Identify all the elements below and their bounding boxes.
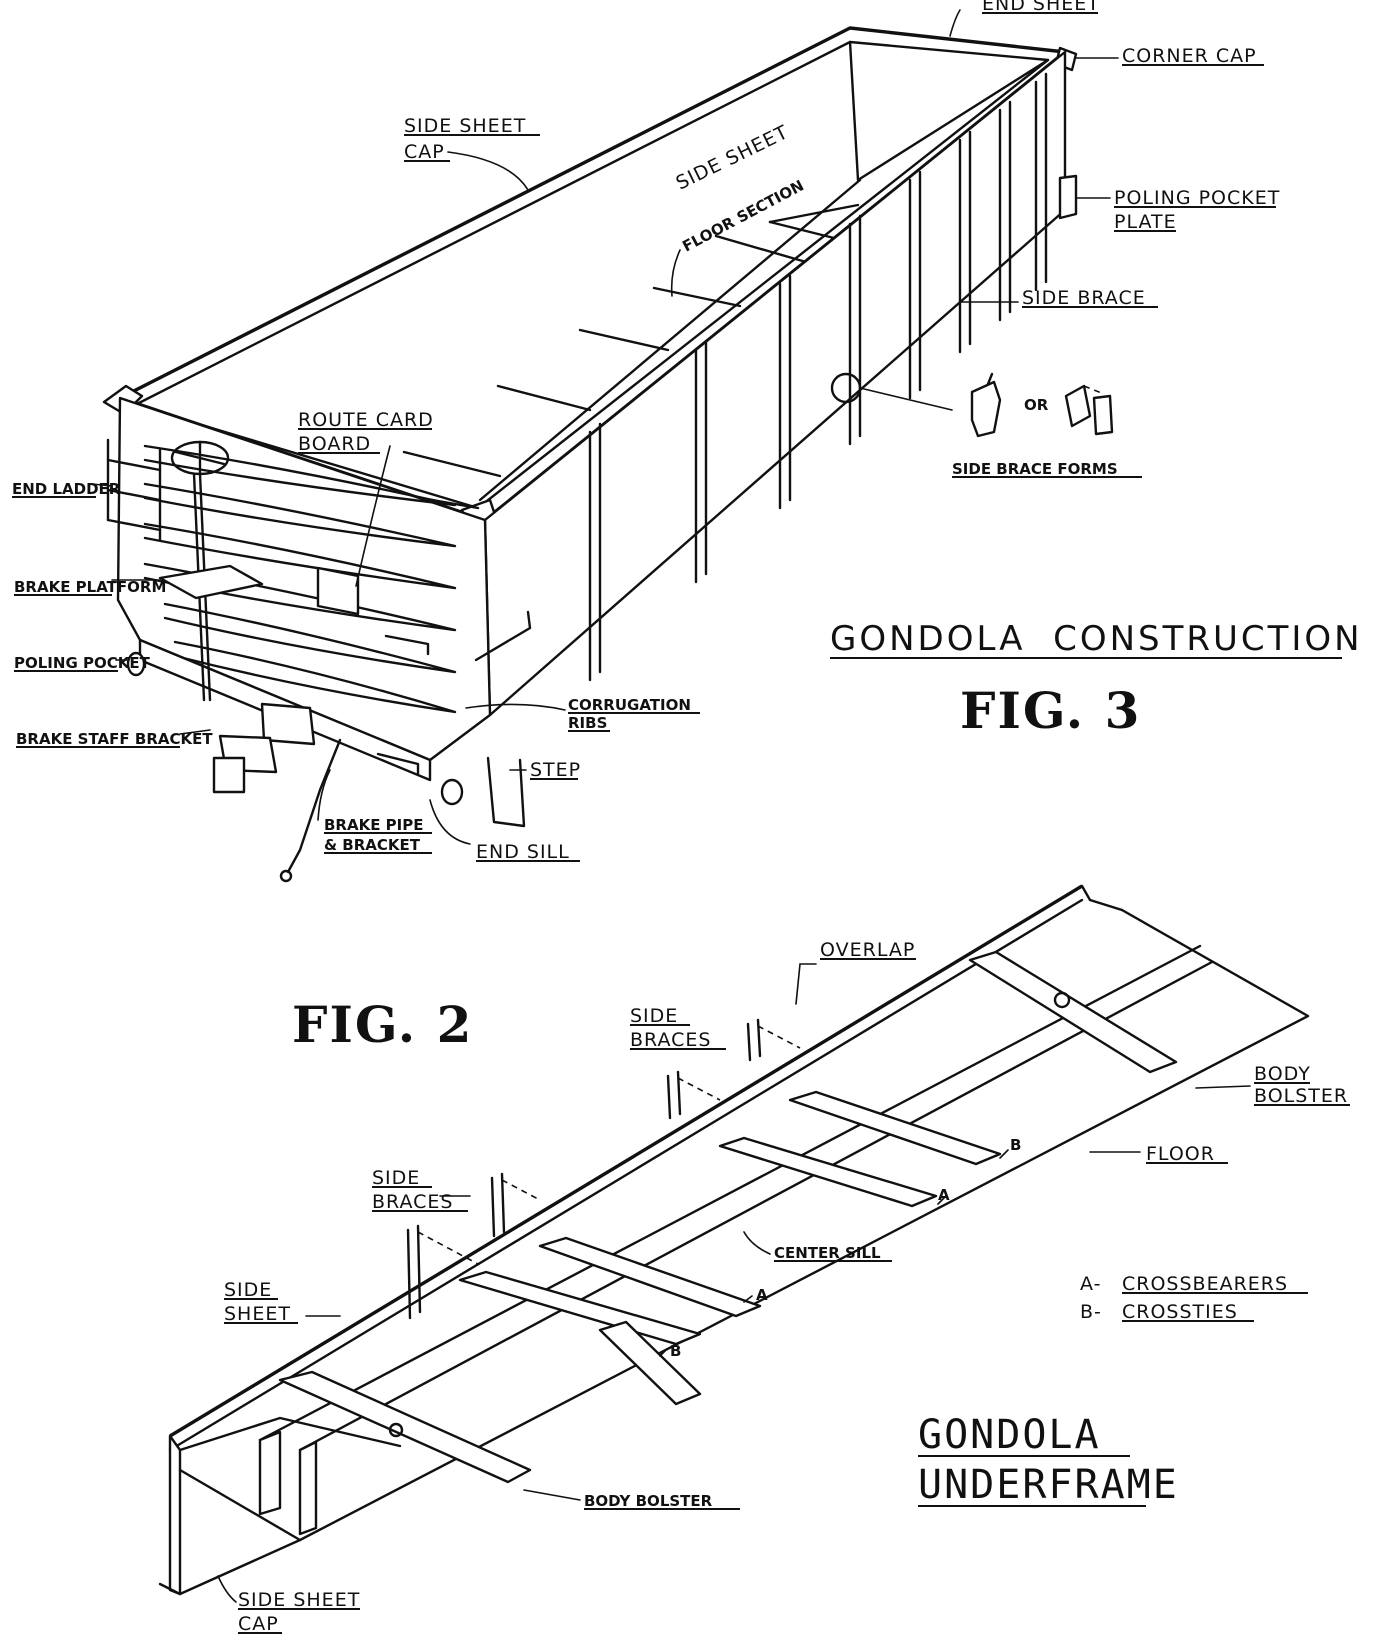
- body-bolster-near-pin: [388, 1422, 404, 1438]
- underframe: [158, 884, 1310, 1596]
- side-braces: [588, 72, 1048, 682]
- far-end-sheet: [848, 40, 1050, 182]
- route-card-board: [316, 566, 360, 616]
- fig3-leaders: [91, 9, 1119, 845]
- brake-platform: [158, 564, 264, 600]
- legend-text-a: CROSSBEARERS: [1122, 1273, 1288, 1295]
- label-side-brace: SIDE BRACE: [1022, 287, 1146, 309]
- side-brace-forms: [970, 372, 1114, 438]
- label-side-sheet-cap-2: CAP: [404, 141, 445, 163]
- side-sheet-panel: [483, 50, 1067, 717]
- label-overlap: OVERLAP: [820, 939, 915, 961]
- label-side-brace-forms: SIDE BRACE FORMS: [952, 460, 1118, 478]
- label-body-bolster-right-1: BODY: [1254, 1063, 1311, 1085]
- label-body-bolster-right-2: BOLSTER: [1254, 1085, 1348, 1107]
- body-bolster-near: [278, 1370, 532, 1484]
- poling-pocket: [126, 651, 146, 677]
- marker-b2: B: [1010, 1136, 1021, 1154]
- crosstie-b2: [788, 1090, 1002, 1166]
- marker-a1: A: [756, 1286, 768, 1304]
- label-corrugation-ribs-1: CORRUGATION: [568, 696, 691, 714]
- label-side-sheet-cap-1: SIDE SHEET: [404, 115, 526, 137]
- label-end-sheet: END SHEET: [982, 0, 1100, 15]
- uf-side-sheet-top: [169, 884, 1083, 1438]
- grab-iron-sill: [376, 752, 420, 776]
- label-brake-staff-bracket: BRAKE STAFF BRACKET: [16, 730, 213, 748]
- center-sill-web-1: [258, 1430, 282, 1516]
- brake-pipe-end: [279, 869, 293, 883]
- label-poling-pocket-plate-2: PLATE: [1114, 211, 1177, 233]
- fig2-title-2: UNDERFRAME: [918, 1462, 1179, 1508]
- label-route-card-board-2: BOARD: [298, 433, 371, 455]
- uf-side-sheet-end: [168, 1434, 182, 1596]
- crosstie-b1: [598, 1320, 702, 1406]
- legend-text-b: CROSSTIES: [1122, 1301, 1238, 1323]
- uf-side-sheet-cap: [158, 1538, 302, 1596]
- crossbearer-a2: [718, 1136, 938, 1208]
- marker-a2: A: [938, 1186, 950, 1204]
- fig3-labels: END SHEET CORNER CAP SIDE SHEET CAP SIDE…: [12, 0, 1280, 863]
- end-sill-pocket: [440, 778, 464, 806]
- body-bolster-far: [968, 950, 1178, 1074]
- label-step: STEP: [530, 759, 581, 781]
- legend-key-a: A-: [1080, 1273, 1101, 1295]
- label-corner-cap: CORNER CAP: [1122, 45, 1257, 67]
- label-poling-pocket-plate-1: POLING POCKET: [1114, 187, 1280, 209]
- marker-b1: B: [670, 1342, 681, 1360]
- grab-iron-end: [384, 634, 430, 656]
- label-brake-pipe-1: BRAKE PIPE: [324, 816, 424, 834]
- label-or: OR: [1024, 396, 1049, 414]
- floor-sections: [328, 178, 862, 510]
- label-side-braces-mid-2: BRACES: [372, 1191, 453, 1213]
- label-brake-pipe-2: & BRACKET: [324, 836, 421, 854]
- center-sill-top-2: [298, 960, 1214, 1452]
- corrugation-ribs: [143, 444, 457, 714]
- body-bolster-far-pin: [1053, 991, 1071, 1009]
- label-body-bolster-bottom: BODY BOLSTER: [584, 1492, 713, 1510]
- brake-pipe: [286, 738, 342, 874]
- center-sill-web-2: [298, 1440, 318, 1536]
- uf-side-sheet-lip: [168, 898, 1084, 1452]
- end-ladder: [106, 438, 162, 542]
- poling-pocket-plate: [1058, 174, 1078, 220]
- center-sill-top-1: [258, 944, 1202, 1442]
- step: [486, 756, 526, 828]
- fig2-title-1: GONDOLA: [918, 1412, 1101, 1458]
- uf-near-floor: [178, 1468, 302, 1542]
- label-side-sheet-cap-2: CAP: [238, 1613, 279, 1635]
- fig2-legend: A- CROSSBEARERS B- CROSSTIES: [1080, 1273, 1308, 1323]
- crossbearer-a1b: [538, 1236, 762, 1318]
- label-brake-platform: BRAKE PLATFORM: [14, 578, 166, 596]
- uf-dashed-overlaps: [417, 1025, 801, 1265]
- fig2-label: FIG. 2: [292, 995, 473, 1054]
- gondola-car-body: [102, 26, 1078, 883]
- label-end-sill: END SILL: [476, 841, 570, 863]
- label-corrugation-ribs-2: RIBS: [568, 714, 607, 732]
- label-floor: FLOOR: [1146, 1143, 1215, 1165]
- label-end-ladder: END LADDER: [12, 480, 121, 498]
- fig3-title: GONDOLA CONSTRUCTION: [830, 619, 1363, 659]
- label-side-sheet-1: SIDE: [224, 1279, 272, 1301]
- label-side-sheet-cap-1: SIDE SHEET: [238, 1589, 360, 1611]
- label-poling-pocket: POLING POCKET: [14, 654, 151, 672]
- fig3-label: FIG. 3: [960, 681, 1141, 740]
- legend-key-b: B-: [1080, 1301, 1102, 1323]
- coupler: [212, 702, 316, 794]
- label-side-sheet-2: SHEET: [224, 1303, 291, 1325]
- label-side-braces-mid-1: SIDE: [372, 1167, 420, 1189]
- uf-far-end: [1080, 884, 1124, 912]
- fig2-leaders: [217, 963, 1251, 1603]
- label-side-braces-top-2: BRACES: [630, 1029, 711, 1051]
- uf-near-top: [178, 1416, 402, 1452]
- grab-iron-side: [474, 610, 532, 662]
- fig2-labels: OVERLAP SIDE BRACES BODY BOLSTER FLOOR S…: [224, 939, 1350, 1635]
- label-route-card-board-1: ROUTE CARD: [298, 409, 434, 431]
- crossbearer-a1: [458, 1270, 702, 1346]
- label-center-sill: CENTER SILL: [774, 1244, 881, 1262]
- label-side-braces-top-1: SIDE: [630, 1005, 678, 1027]
- label-side-sheet: SIDE SHEET: [673, 121, 793, 194]
